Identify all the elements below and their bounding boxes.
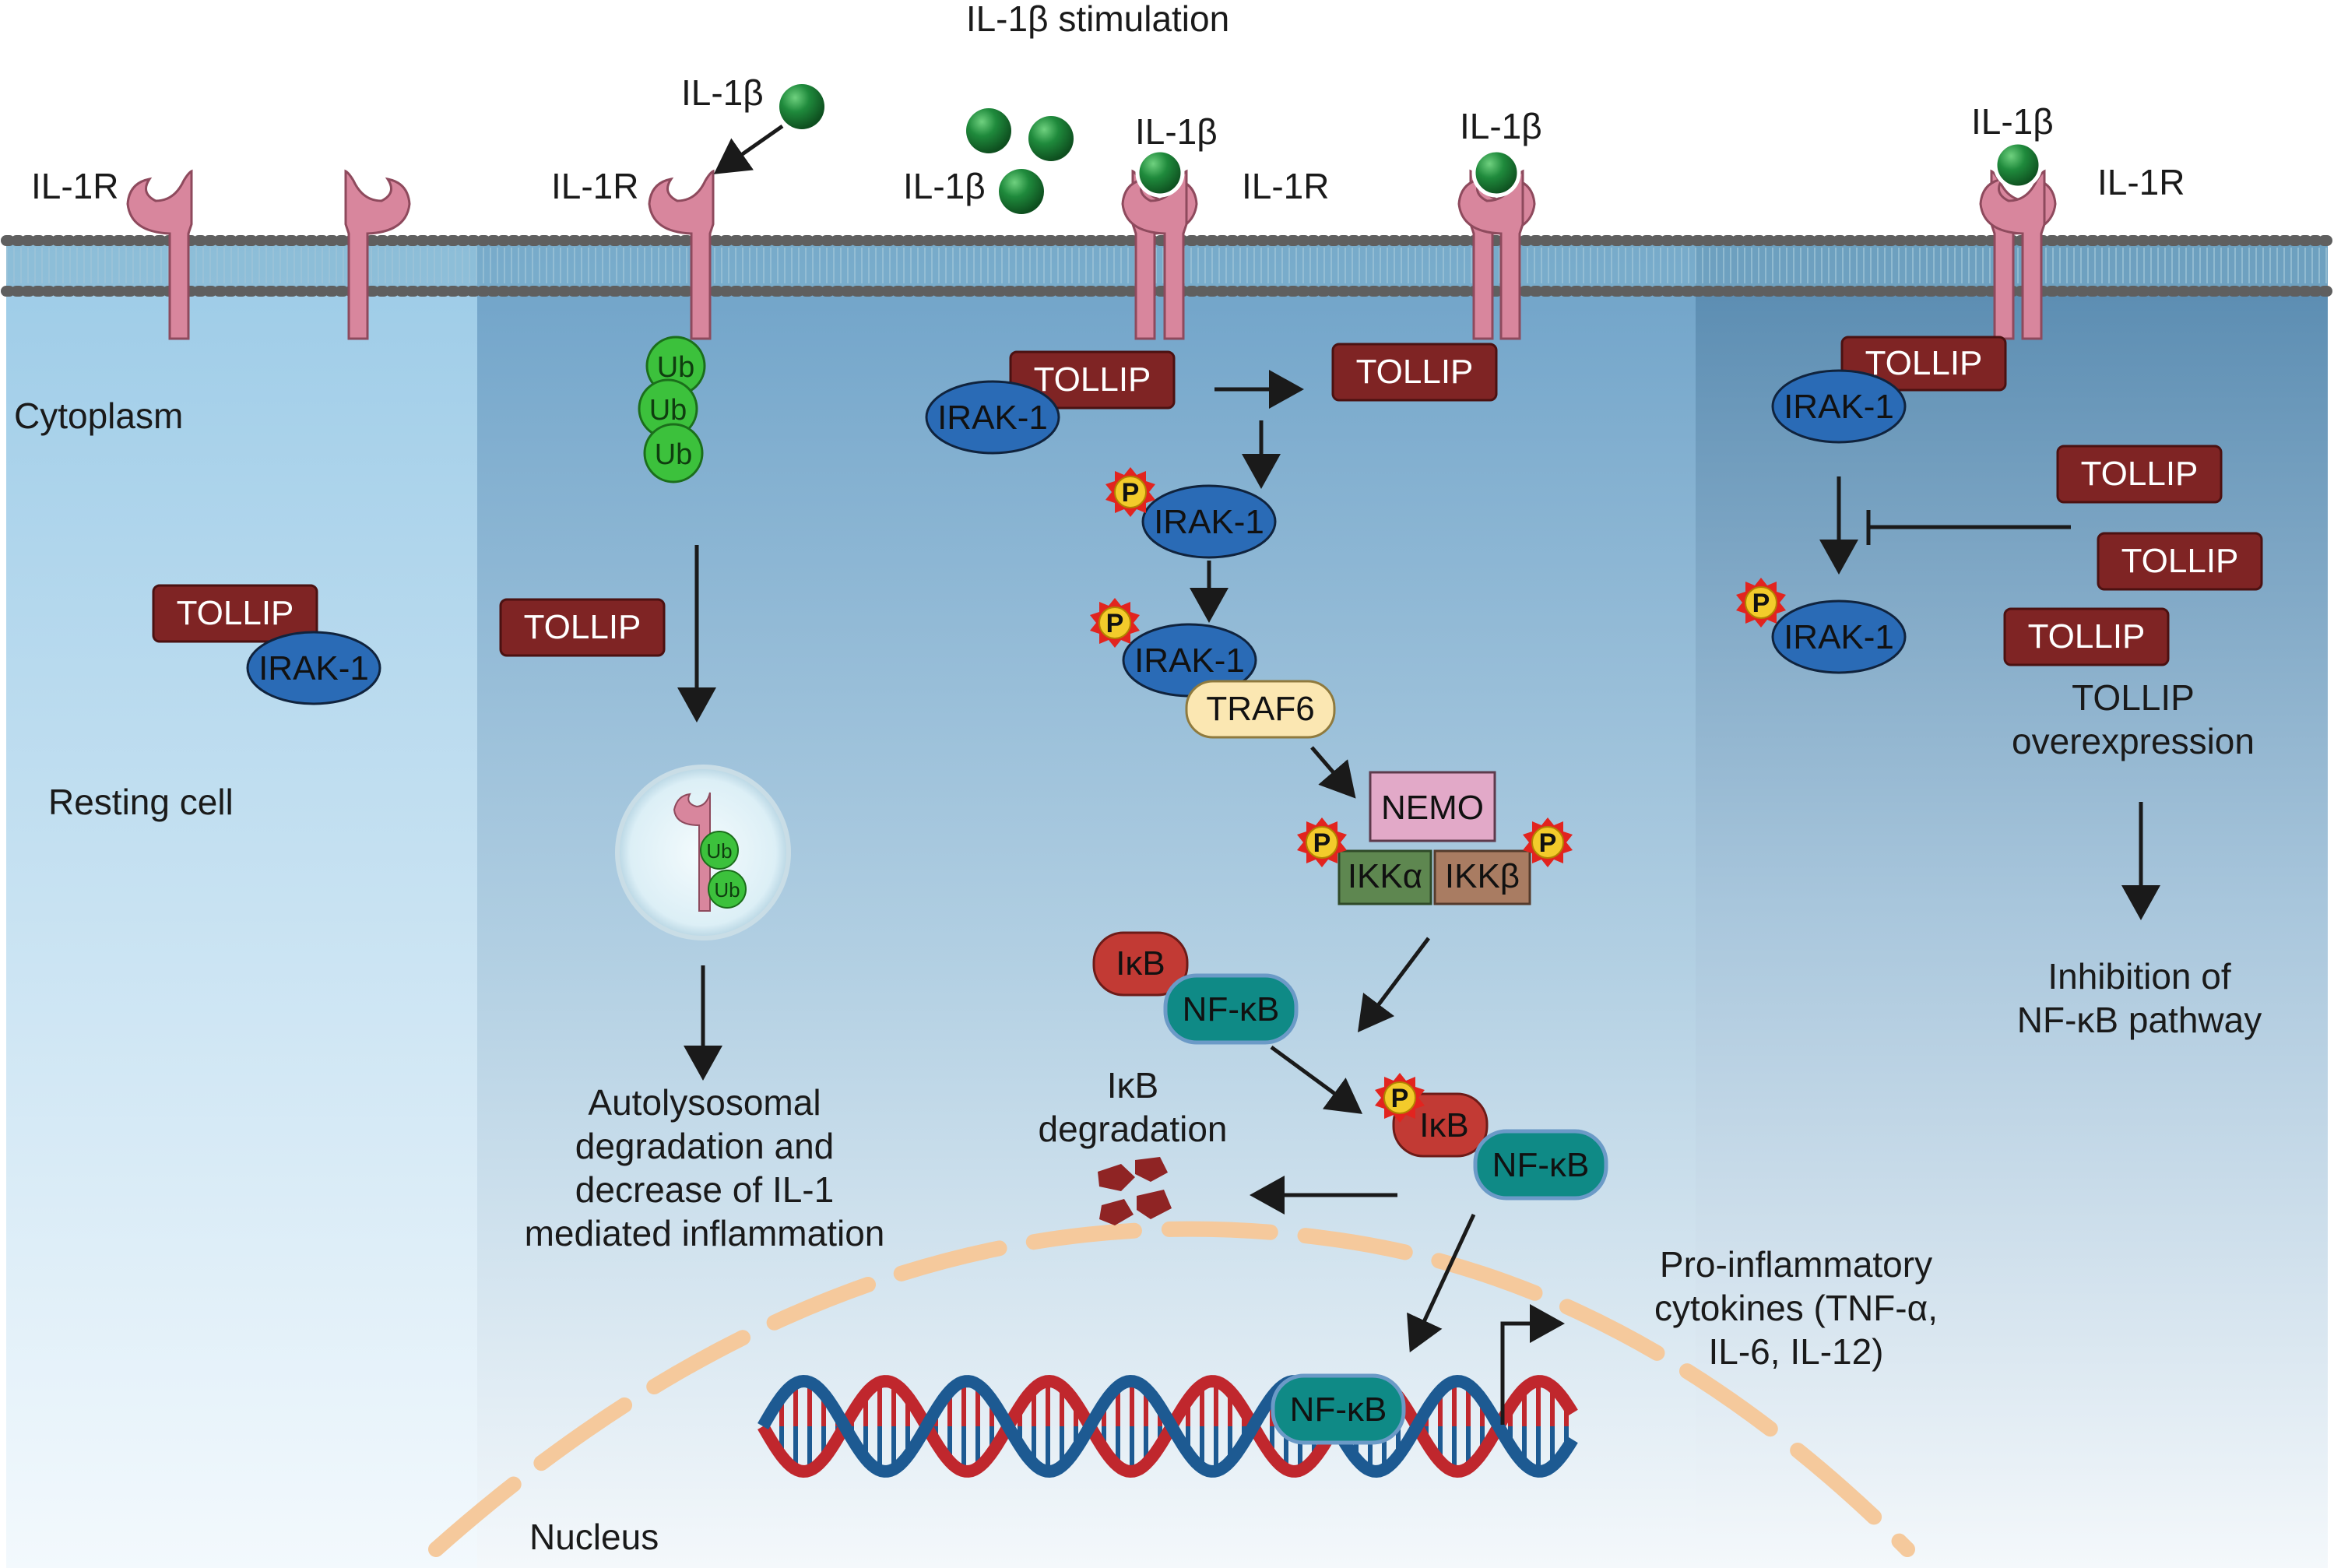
svg-text:TOLLIP: TOLLIP bbox=[1865, 344, 1983, 382]
tollip-overexpressed-1: TOLLIP bbox=[2056, 445, 2223, 504]
svg-text:P: P bbox=[1313, 828, 1331, 858]
svg-text:degradation: degradation bbox=[1039, 1109, 1228, 1149]
svg-text:P: P bbox=[1391, 1084, 1409, 1113]
svg-text:IκB: IκB bbox=[1419, 1106, 1469, 1144]
ikb-nfkb-complex: IκB NF-κB bbox=[1092, 931, 1299, 1045]
nuclear-envelope bbox=[428, 1221, 1915, 1557]
svg-text:IRAK-1: IRAK-1 bbox=[1134, 642, 1245, 680]
tollip-overexpressed-3: TOLLIP bbox=[2003, 607, 2170, 666]
svg-text:Autolysosomal: Autolysosomal bbox=[588, 1082, 821, 1123]
nucleus-label: Nucleus bbox=[529, 1517, 659, 1557]
svg-text:IRAK-1: IRAK-1 bbox=[258, 649, 369, 687]
dna-strand-blue bbox=[757, 1374, 1578, 1478]
p-ikb-nfkb-complex: IκB P NF-κB bbox=[1374, 1072, 1608, 1201]
autolysosome-vesicle: Ub Ub bbox=[615, 765, 791, 940]
svg-text:NF-κB: NF-κB bbox=[1183, 990, 1280, 1028]
ubiquitin-chain: Ub Ub Ub bbox=[638, 336, 706, 483]
svg-text:NF-κB pathway: NF-κB pathway bbox=[2017, 1000, 2262, 1040]
svg-text:P: P bbox=[1752, 589, 1770, 618]
svg-text:P: P bbox=[1122, 478, 1140, 508]
title: IL-1β stimulation bbox=[966, 0, 1229, 39]
tollip-overexpression-label: TOLLIP overexpression bbox=[2012, 677, 2255, 761]
il1b-ligand bbox=[1028, 116, 1074, 161]
dna-strand-red bbox=[757, 1374, 1578, 1478]
svg-text:TOLLIP: TOLLIP bbox=[1356, 353, 1474, 391]
tollip-overexpressed-2: TOLLIP bbox=[2097, 532, 2263, 591]
svg-text:TOLLIP: TOLLIP bbox=[2028, 617, 2146, 656]
tollip-irak1-complex-over: TOLLIP IRAK-1 bbox=[1771, 336, 2007, 444]
svg-text:P: P bbox=[1106, 609, 1124, 638]
svg-text:degradation and: degradation and bbox=[575, 1126, 835, 1166]
il1b-label-ub: IL-1β bbox=[681, 72, 764, 113]
svg-text:IRAK-1: IRAK-1 bbox=[1784, 388, 1894, 426]
il1b-ligand bbox=[966, 108, 1011, 153]
svg-text:IRAK-1: IRAK-1 bbox=[1154, 503, 1264, 541]
il1r-label-rest: IL-1R bbox=[31, 166, 118, 206]
inhibition-bar bbox=[1866, 510, 2071, 545]
inhibition-label: Inhibition of NF-κB pathway bbox=[2017, 956, 2262, 1040]
svg-text:Ub: Ub bbox=[649, 394, 687, 427]
il1r-label-bound: IL-1R bbox=[1242, 166, 1329, 206]
svg-text:NEMO: NEMO bbox=[1381, 789, 1484, 827]
pro-inflammatory-label: Pro-inflammatory cytokines (TNF-α, IL-6,… bbox=[1654, 1244, 1938, 1372]
ikk-complex: NEMO IKKα IKKβ P P bbox=[1296, 771, 1573, 905]
svg-text:Ub: Ub bbox=[706, 839, 732, 863]
svg-text:TOLLIP: TOLLIP bbox=[2081, 455, 2199, 493]
p-irak1: IRAK-1 P bbox=[1105, 466, 1277, 559]
tollip-released: TOLLIP bbox=[1331, 343, 1498, 402]
svg-text:Ub: Ub bbox=[657, 351, 695, 384]
il1b-label-over: IL-1β bbox=[1971, 101, 2054, 142]
svg-text:Ub: Ub bbox=[714, 878, 740, 902]
svg-text:Ub: Ub bbox=[655, 438, 693, 471]
resting-cell-panel bbox=[6, 241, 477, 1568]
svg-text:IRAK-1: IRAK-1 bbox=[937, 399, 1048, 437]
svg-text:NF-κB: NF-κB bbox=[1290, 1390, 1387, 1429]
svg-text:P: P bbox=[1539, 828, 1557, 858]
svg-text:TRAF6: TRAF6 bbox=[1206, 690, 1314, 728]
svg-text:Inhibition of: Inhibition of bbox=[2048, 956, 2230, 997]
il1b-label-free: IL-1β bbox=[903, 166, 986, 206]
svg-text:IκB: IκB bbox=[1107, 1065, 1158, 1106]
svg-text:IKKβ: IKKβ bbox=[1445, 857, 1520, 895]
svg-text:mediated inflammation: mediated inflammation bbox=[525, 1213, 885, 1253]
il1r-label-over: IL-1R bbox=[2097, 162, 2185, 202]
ikb-degradation-label: IκB degradation bbox=[1039, 1065, 1228, 1149]
tollip-irak1-complex-stim: TOLLIP IRAK-1 bbox=[925, 350, 1176, 455]
svg-text:IκB: IκB bbox=[1116, 944, 1165, 983]
svg-text:IRAK-1: IRAK-1 bbox=[1784, 618, 1894, 656]
tollip-free-ub-panel: TOLLIP bbox=[499, 598, 666, 657]
svg-text:TOLLIP: TOLLIP bbox=[2072, 677, 2195, 718]
svg-text:decrease of IL-1: decrease of IL-1 bbox=[575, 1169, 834, 1210]
svg-text:IL-6, IL-12): IL-6, IL-12) bbox=[1709, 1331, 1884, 1372]
svg-text:overexpression: overexpression bbox=[2012, 721, 2255, 761]
svg-text:TOLLIP: TOLLIP bbox=[177, 594, 294, 632]
svg-text:Pro-inflammatory: Pro-inflammatory bbox=[1660, 1244, 1932, 1285]
p-irak1-traf6-complex: IRAK-1 P TRAF6 bbox=[1089, 597, 1336, 739]
p-irak1-over: IRAK-1 P bbox=[1735, 577, 1907, 674]
il1b-label-bound: IL-1β bbox=[1135, 111, 1218, 152]
autolysosomal-degradation-text: Autolysosomal degradation and decrease o… bbox=[525, 1082, 885, 1253]
il1b-ligand bbox=[779, 84, 824, 129]
tollip-irak1-complex-rest: TOLLIP IRAK-1 bbox=[152, 584, 381, 705]
transcription-arrow bbox=[1500, 1304, 1565, 1425]
il1b-bound-2 bbox=[1471, 148, 1521, 198]
svg-text:TOLLIP: TOLLIP bbox=[1034, 360, 1151, 399]
svg-text:TOLLIP: TOLLIP bbox=[524, 608, 641, 646]
degraded-ikb-fragments bbox=[1098, 1157, 1172, 1225]
il1b-bound-3 bbox=[1993, 140, 2043, 190]
svg-text:IKKα: IKKα bbox=[1348, 857, 1422, 895]
il1r-label-ub: IL-1R bbox=[551, 166, 638, 206]
svg-text:NF-κB: NF-κB bbox=[1492, 1146, 1590, 1184]
cytoplasm-label: Cytoplasm bbox=[14, 396, 183, 436]
il1b-ligand bbox=[999, 169, 1044, 214]
dna-helix bbox=[757, 1374, 1578, 1478]
overexpression-panel bbox=[1696, 241, 2328, 1568]
resting-cell-label: Resting cell bbox=[48, 782, 234, 822]
il1b-label-bound-2: IL-1β bbox=[1460, 106, 1542, 146]
nfkb-nuclear: NF-κB bbox=[1271, 1373, 1406, 1445]
svg-text:cytokines (TNF-α,: cytokines (TNF-α, bbox=[1654, 1288, 1938, 1328]
il1b-bound bbox=[1135, 148, 1185, 198]
svg-text:TOLLIP: TOLLIP bbox=[2121, 542, 2239, 580]
